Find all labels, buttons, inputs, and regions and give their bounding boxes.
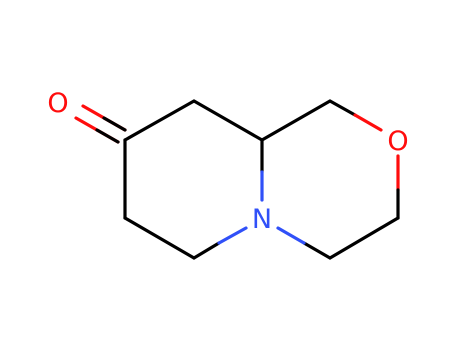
atom-labels: O O N: [47, 88, 408, 235]
bond-c6-n-blue: [217, 226, 248, 245]
bond-c7-c6: [123, 216, 196, 260]
atom-label-ether-oxygen: O: [387, 126, 408, 157]
bond-c1-o-black: [328, 99, 357, 117]
atom-label-nitrogen: N: [252, 204, 272, 235]
bond-c8-o-double-a-black: [102, 116, 127, 132]
bond-c4-n-black: [302, 241, 332, 260]
bond-c4-n-blue: [276, 226, 306, 245]
bond-c1-o-red: [353, 113, 383, 132]
bond-c9a-c1: [260, 99, 332, 142]
atom-label-ketone-oxygen: O: [47, 88, 68, 119]
bond-c3-c4: [328, 216, 400, 260]
bond-c8-c9: [123, 99, 196, 142]
bond-c8-o-double-b-black: [95, 128, 120, 144]
bonds: [74, 99, 400, 260]
bond-c9-c9a: [192, 99, 264, 142]
bond-c6-n-black: [192, 241, 221, 260]
